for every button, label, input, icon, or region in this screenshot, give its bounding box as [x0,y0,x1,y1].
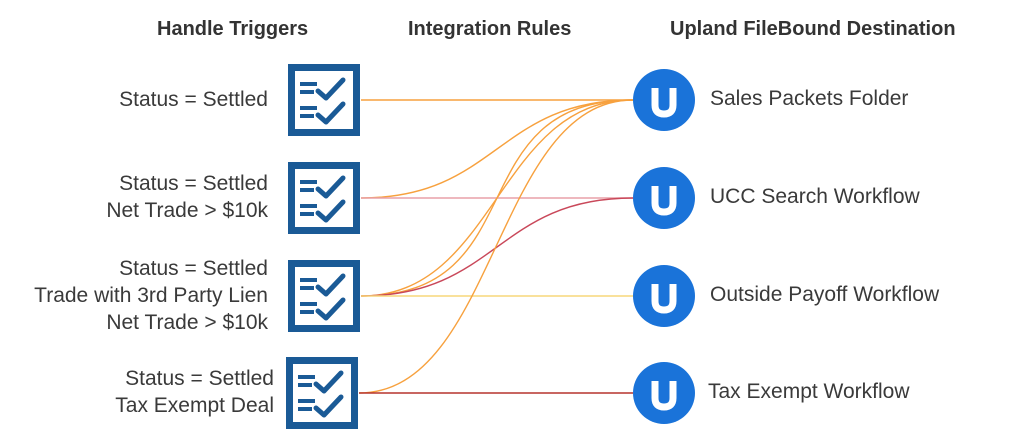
trigger-condition-line: Trade with 3rd Party Lien [34,283,268,307]
checklist-icon [288,64,360,136]
destination-label: Sales Packets Folder [710,87,909,110]
checklist-icon [288,260,360,332]
header-integration-rules: Integration Rules [408,18,572,40]
trigger-condition-line: Status = Settled [119,256,268,280]
upland-u-icon [633,362,695,424]
trigger-condition-line: Net Trade > $10k [106,199,268,222]
checklist-icon [286,357,358,429]
trigger-condition-line: Net Trade > $10k [106,310,268,334]
trigger-conditions: Status = Settled [119,86,268,113]
connector-line [358,99,634,394]
destination-label: UCC Search Workflow [710,185,920,208]
destination-label: Tax Exempt Workflow [708,380,910,403]
trigger-condition-line: Status = Settled [119,172,268,195]
trigger-condition-line: Status = Settled [119,87,268,111]
trigger-condition-line: Status = Settled [125,367,274,390]
connector-line [360,99,634,199]
header-handle-triggers: Handle Triggers [157,18,309,40]
checklist-icon [288,162,360,234]
trigger-condition-line: Tax Exempt Deal [115,394,274,417]
upland-u-icon [633,69,695,131]
header-destination: Upland FileBound Destination [670,18,956,40]
connector-line [360,99,634,297]
upland-u-icon [633,167,695,229]
connector-line [360,197,634,297]
destination-label: Outside Payoff Workflow [710,283,940,306]
upland-u-icon [633,265,695,327]
